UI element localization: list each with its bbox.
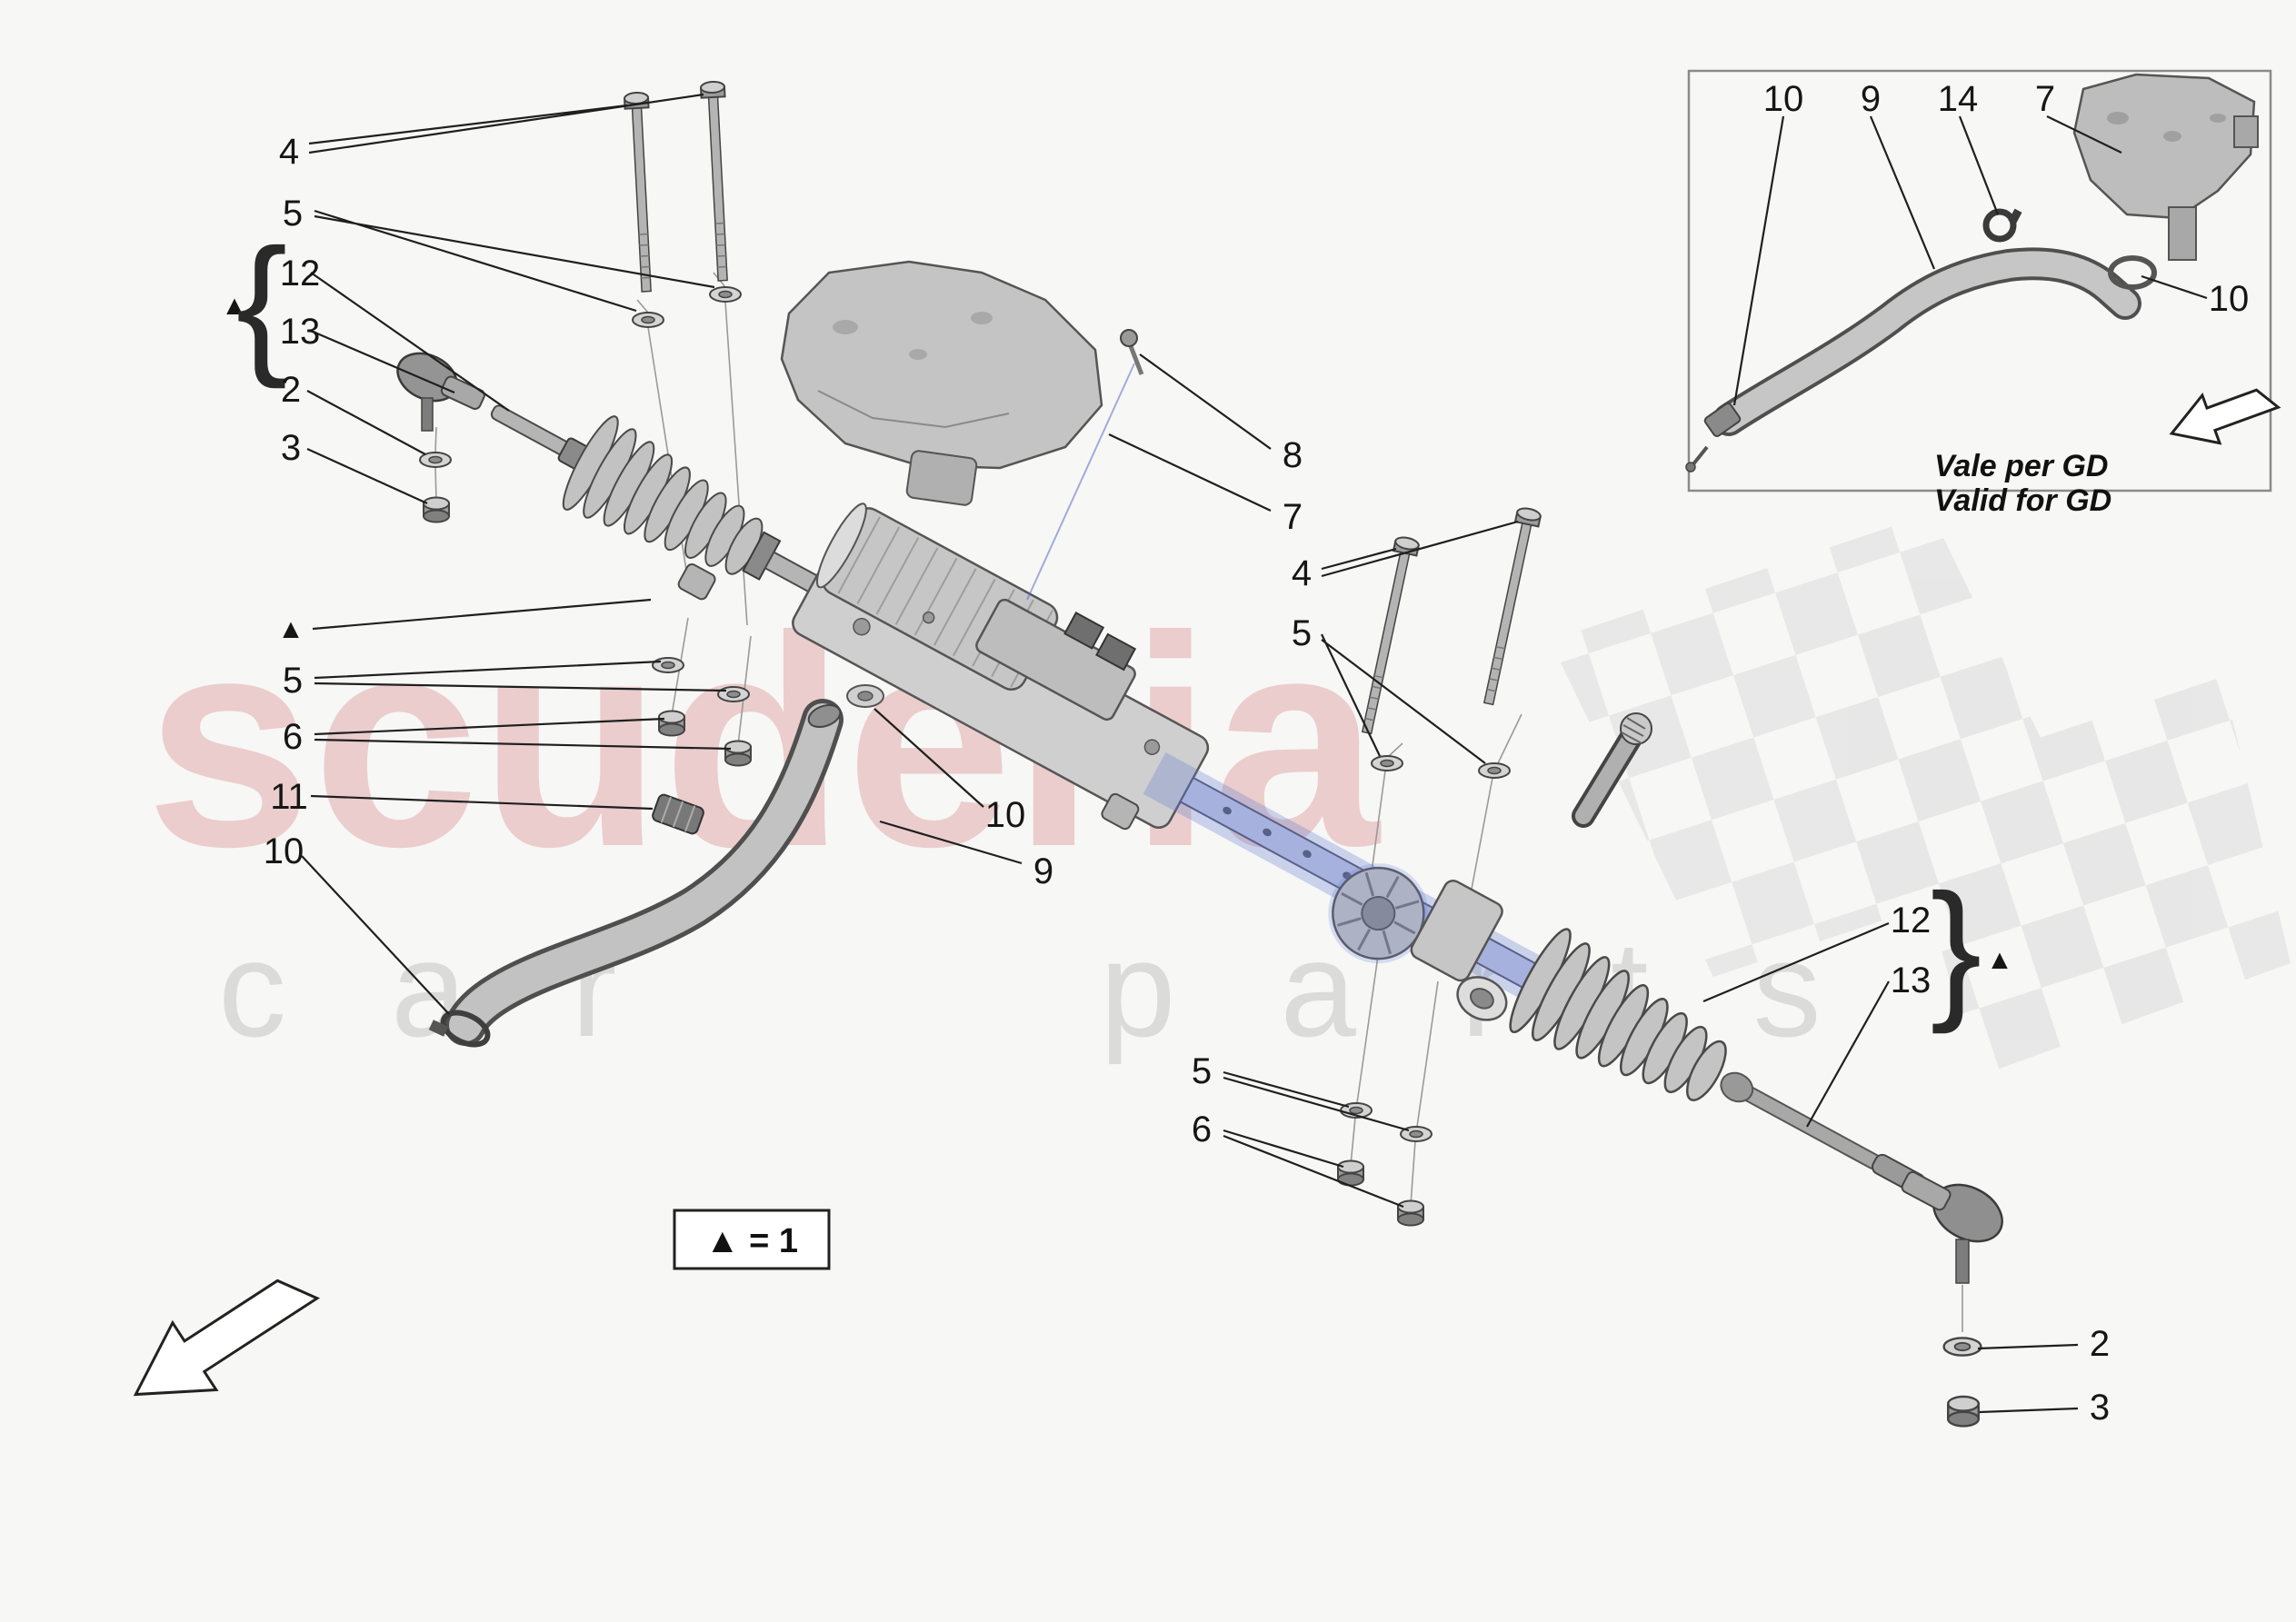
callout-10-left: 10 [264, 831, 304, 871]
callout-11: 11 [270, 777, 308, 817]
inset-callout-14: 14 [1938, 79, 1979, 119]
mount-bushing-right [1456, 976, 1508, 1021]
callout-13-left: 13 [280, 312, 321, 352]
callout-3-left: 3 [281, 428, 301, 468]
nut-bottom-2 [1397, 1199, 1424, 1227]
washer-right-2 [1478, 762, 1511, 779]
legend-label: ▲ = 1 [705, 1222, 798, 1260]
direction-arrow-main [133, 1279, 321, 1397]
inset-callout-10-hose-end: 10 [1763, 79, 1804, 119]
callout-9: 9 [1033, 851, 1053, 891]
right-bellows-boot [1509, 928, 1727, 1101]
callout-8: 8 [1283, 435, 1303, 475]
ball-stud-left [421, 397, 434, 432]
tie-rod-end-left [396, 352, 485, 432]
triangle-marker-mid-left: ▲ [277, 614, 304, 644]
inset-clamp [1982, 208, 2022, 243]
washer-right-1 [1371, 755, 1403, 771]
callout-2-right: 2 [2090, 1324, 2110, 1364]
inset-panel: 10 9 14 7 10 Vale per GD Valid for GD [1685, 69, 2281, 518]
brace-right: } [1931, 862, 1982, 1035]
grommet-center [846, 684, 884, 708]
inset-callout-9: 9 [1861, 79, 1881, 119]
inset-callout-7: 7 [2035, 79, 2055, 119]
inset-heat-shield [2072, 73, 2259, 261]
callout-5-mid-left: 5 [283, 661, 303, 701]
triangle-marker-left-brace: ▲ [221, 291, 248, 321]
checkered-flag-watermark [1550, 513, 2291, 1077]
callout-6-mid-left: 6 [283, 717, 303, 757]
inset-callout-10-ring: 10 [2209, 279, 2250, 319]
callout-13-right: 13 [1891, 960, 1932, 1000]
left-bellows-boot [562, 415, 764, 575]
inset-direction-arrow [2169, 388, 2281, 445]
nut-mid-1 [658, 710, 685, 737]
band-clamp [652, 793, 704, 835]
washer-mid-2 [717, 686, 750, 702]
callout-5-right: 5 [1292, 613, 1312, 653]
inset-callout-labels: 10 9 14 7 10 [1763, 79, 2250, 319]
callout-4-right: 4 [1292, 553, 1312, 593]
legend: ▲ = 1 [673, 1209, 831, 1270]
inset-caption-english: Valid for GD [1934, 483, 2111, 518]
washer-top-left-2 [709, 286, 742, 303]
ball-stud-right [1955, 1239, 1970, 1284]
callout-7: 7 [1283, 497, 1303, 537]
callout-4-top-left: 4 [279, 132, 299, 172]
callout-5-top-left: 5 [283, 194, 303, 234]
leader-lines [301, 93, 2079, 1414]
pinion-disc [1328, 863, 1429, 964]
inset-caption-italian: Vale per GD [1934, 449, 2108, 483]
diagram-artwork [396, 80, 2003, 1428]
heat-shield [780, 260, 1103, 506]
washer-mid-1 [652, 657, 684, 673]
callout-10-center: 10 [985, 795, 1026, 835]
shield-screw [1026, 329, 1144, 601]
mount-ear-left [677, 562, 716, 601]
inset-hose [1685, 247, 2141, 473]
cooling-hose-left [444, 699, 844, 1046]
pinion-housing [1410, 879, 1503, 982]
steering-rack-assembly [490, 404, 1926, 1195]
legend-box [673, 1209, 831, 1270]
nut-tie-rod-left [423, 496, 450, 523]
tie-rod-end-right [1901, 1170, 2003, 1284]
callout-6-bottom: 6 [1192, 1110, 1212, 1149]
callout-12-left: 12 [280, 254, 321, 294]
inset-box [1687, 69, 2272, 493]
nut-tie-rod-right [1946, 1395, 1981, 1428]
nut-mid-2 [724, 740, 752, 767]
callout-12-right: 12 [1891, 901, 1932, 940]
washer-tie-rod-right [1942, 1337, 1982, 1357]
brace-left: { [236, 217, 288, 390]
input-shaft [1572, 712, 1652, 828]
inset-leader-lines [1732, 115, 2208, 406]
eps-ecu [975, 598, 1137, 721]
callout-3-right: 3 [2090, 1388, 2110, 1428]
callout-2-left: 2 [281, 370, 301, 410]
hose-clamp-left [428, 1010, 491, 1048]
callout-5-bottom: 5 [1192, 1051, 1212, 1091]
washer-top-left-1 [632, 312, 664, 328]
inset-ring-clamp [2108, 255, 2157, 290]
triangle-marker-right-brace: ▲ [1986, 945, 2013, 975]
inset-shield-spout [2168, 206, 2197, 261]
callout-labels: 4 5 ▲ { 12 13 2 3 ▲ 5 6 11 10 10 9 8 7 4… [221, 132, 2110, 1428]
mount-ear-right [1101, 792, 1140, 831]
